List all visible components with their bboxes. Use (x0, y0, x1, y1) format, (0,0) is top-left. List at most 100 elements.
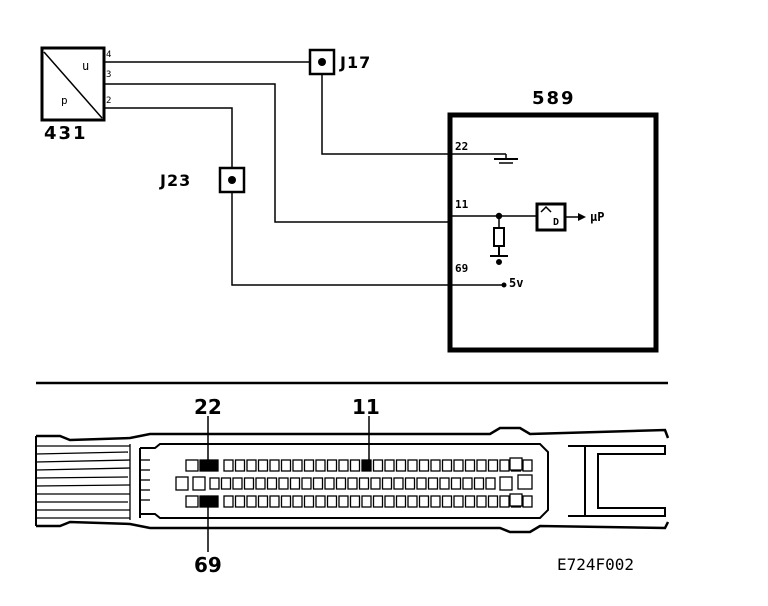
figure-code: E724F002 (557, 555, 634, 574)
connector-pin-69 (199, 495, 219, 508)
connector-pin (292, 495, 303, 508)
connector-pin (499, 495, 510, 508)
connector-pin (269, 459, 280, 472)
resistor-icon (490, 227, 508, 265)
connector-pin-22 (199, 459, 219, 472)
microprocessor-label: µP (590, 210, 604, 224)
connector-pin (347, 477, 358, 490)
connector-pin (430, 459, 441, 472)
connector-pin (315, 459, 326, 472)
ecu-connector: 22 11 69 (35, 395, 670, 577)
cable-bundle (35, 444, 131, 520)
callout-pin-11: 11 (352, 395, 380, 419)
connector-pin (453, 459, 464, 472)
wire-3-11 (104, 83, 450, 223)
connector-pin (499, 476, 513, 491)
connector-pin (278, 477, 289, 490)
sensor-letter-u: u (82, 59, 89, 73)
connector-pin (315, 495, 326, 508)
connector-pin (280, 459, 292, 472)
connector-pin (349, 459, 361, 472)
connector-pin (441, 459, 453, 472)
connector-pin (395, 459, 407, 472)
connector-pin (450, 477, 462, 490)
connector-pin (522, 459, 533, 472)
wire-j17-22 (321, 74, 450, 155)
connector-pin (439, 477, 450, 490)
connector-pin (335, 477, 347, 490)
connector-pin (473, 477, 485, 490)
connector-pin (289, 477, 301, 490)
sensor-label: 431 (44, 123, 88, 144)
connector-pin (384, 495, 395, 508)
connector-pin (427, 477, 439, 490)
supply-label: 5v (509, 276, 523, 290)
connector-pin (361, 495, 372, 508)
connector-pin (509, 457, 523, 471)
connector-pin (384, 459, 395, 472)
connector-pin (462, 477, 473, 490)
connector-pin (326, 459, 338, 472)
connector-pin (338, 459, 349, 472)
connector-pin (209, 477, 220, 490)
ecu-pin-22-label: 22 (455, 140, 468, 153)
connector-pin (358, 477, 370, 490)
connector-pin (223, 495, 234, 508)
connector-pin (416, 477, 427, 490)
connector-pin (509, 493, 523, 507)
junction-j17-label: J17 (339, 53, 371, 72)
connector-pin (175, 476, 189, 491)
connector-pins (175, 457, 533, 508)
connector-pin (407, 495, 418, 508)
connector-pin (255, 477, 266, 490)
ad-converter-icon: D µP (535, 202, 604, 232)
junction-j17: J17 (308, 48, 371, 76)
callout-pin-22: 22 (194, 395, 222, 419)
connector-pin (476, 459, 487, 472)
connector-pin (487, 495, 499, 508)
ecu-pin-69-label: 69 (455, 262, 468, 275)
connector-pin (393, 477, 404, 490)
ecu-589: 589 22 11 69 D (447, 88, 659, 353)
connector-pin (517, 474, 533, 490)
connector-pin (324, 477, 335, 490)
ecu-pin-11-label: 11 (455, 198, 469, 211)
connector-pin (464, 495, 476, 508)
connector-pin (246, 495, 257, 508)
wires (104, 61, 450, 286)
connector-pin (522, 495, 533, 508)
connector-pin (349, 495, 361, 508)
connector-pin (266, 477, 278, 490)
connector-pin (269, 495, 280, 508)
sensor-letter-p: p (61, 94, 68, 107)
connector-pin (441, 495, 453, 508)
supply-5v: 5v (450, 276, 523, 290)
connector-pin (464, 459, 476, 472)
connector-pin (430, 495, 441, 508)
connector-pin (372, 495, 384, 508)
wire-2-j23 (104, 107, 233, 168)
connector-pin (395, 495, 407, 508)
sensor-431: u p 4 3 2 431 (40, 46, 111, 144)
junction-j23-label: J23 (159, 171, 191, 190)
connector-pin (292, 459, 303, 472)
svg-text:2: 2 (106, 96, 111, 106)
connector-pin (243, 477, 255, 490)
connector-pin (234, 495, 246, 508)
connector-pin (301, 477, 312, 490)
connector-pin (418, 495, 430, 508)
connector-pin (372, 459, 384, 472)
connector-pin (381, 477, 393, 490)
junction-j23: J23 (159, 166, 246, 194)
connector-pin (257, 495, 269, 508)
connector-pin (280, 495, 292, 508)
connector-pin (303, 495, 315, 508)
connector-housing-top (36, 426, 670, 442)
signal-path (450, 212, 537, 228)
connector-pin (453, 495, 464, 508)
connector-pin (370, 477, 381, 490)
ground-icon (450, 153, 518, 164)
connector-pin-11 (361, 459, 372, 472)
connector-pin (487, 459, 499, 472)
connector-pin (485, 477, 496, 490)
